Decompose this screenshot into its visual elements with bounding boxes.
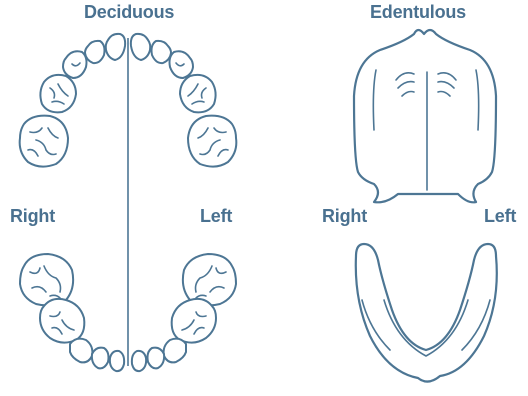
upper-right-lateral-incisor [85, 41, 105, 63]
lower-right-canine [70, 339, 92, 363]
upper-right-first-molar [40, 75, 76, 112]
lower-right-lateral-incisor [92, 348, 109, 369]
upper-right-central-incisor [106, 34, 125, 60]
upper-left-first-molar [180, 75, 216, 112]
edentulous-maxillary-ridge [354, 30, 496, 202]
upper-right-second-molar [20, 116, 68, 167]
upper-left-central-incisor [131, 34, 150, 60]
lower-left-second-molar [183, 254, 236, 305]
lower-right-central-incisor [110, 351, 124, 371]
upper-left-lateral-incisor [152, 41, 172, 63]
lower-left-central-incisor [132, 351, 146, 371]
lower-left-lateral-incisor [148, 348, 165, 369]
lower-right-second-molar [20, 254, 73, 305]
lower-left-canine [164, 339, 186, 363]
upper-right-canine [63, 51, 87, 78]
upper-left-canine [170, 51, 194, 78]
upper-left-second-molar [188, 116, 236, 167]
edentulous-mandibular-ridge [356, 244, 497, 382]
